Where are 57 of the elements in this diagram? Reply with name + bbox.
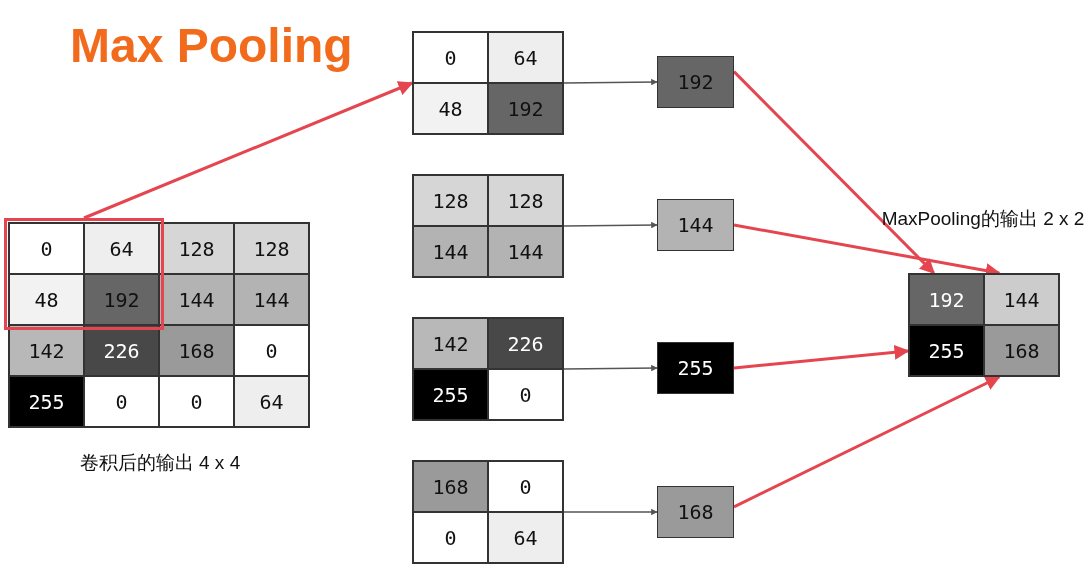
matrix-grid xyxy=(412,174,564,278)
matrix-cell: 144 xyxy=(488,226,563,277)
matrix-cell: 168 xyxy=(159,325,234,376)
matrix-cell: 192 xyxy=(909,274,984,325)
matrix-cell: 64 xyxy=(234,376,309,427)
grid-caption: 卷积后的输出 4 x 4 xyxy=(78,451,242,475)
matrix-cell: 0 xyxy=(413,32,488,83)
matrix-cell: 142 xyxy=(9,325,84,376)
arrow xyxy=(83,81,414,220)
arrow xyxy=(563,78,658,86)
arrow xyxy=(733,375,1001,509)
matrix-cell: 142 xyxy=(413,318,488,369)
matrix-cell: 64 xyxy=(488,32,563,83)
matrix-cell: 144 xyxy=(413,226,488,277)
matrix-cell: 192 xyxy=(84,274,159,325)
matrix-cell: 255 xyxy=(909,325,984,376)
value-cell: 144 xyxy=(657,199,734,251)
matrix-cell: 0 xyxy=(84,376,159,427)
title: Max Pooling xyxy=(70,18,353,73)
matrix-cell: 144 xyxy=(159,274,234,325)
matrix-grid xyxy=(908,273,1060,377)
matrix-cell: 0 xyxy=(9,223,84,274)
matrix-cell: 192 xyxy=(488,83,563,134)
arrow xyxy=(733,344,910,370)
matrix-cell: 128 xyxy=(488,175,563,226)
matrix-grid xyxy=(412,31,564,135)
matrix-cell: 226 xyxy=(488,318,563,369)
matrix-grid xyxy=(412,460,564,564)
matrix-cell: 168 xyxy=(413,461,488,512)
value-cell: 192 xyxy=(657,56,734,108)
matrix-cell: 144 xyxy=(984,274,1059,325)
arrow xyxy=(563,221,658,229)
matrix-cell: 255 xyxy=(9,376,84,427)
matrix-cell: 144 xyxy=(234,274,309,325)
matrix-cell: 0 xyxy=(488,369,563,420)
matrix-cell: 64 xyxy=(84,223,159,274)
matrix-cell: 0 xyxy=(488,461,563,512)
matrix-cell: 128 xyxy=(234,223,309,274)
matrix-cell: 0 xyxy=(159,376,234,427)
arrow xyxy=(563,364,658,372)
matrix-cell: 128 xyxy=(413,175,488,226)
value-cell: 255 xyxy=(657,342,734,394)
value-cell: 168 xyxy=(657,486,734,538)
matrix-cell: 48 xyxy=(413,83,488,134)
matrix-cell: 168 xyxy=(984,325,1059,376)
highlight-box xyxy=(4,218,164,330)
matrix-grid xyxy=(412,317,564,421)
matrix-cell: 64 xyxy=(488,512,563,563)
matrix-cell: 0 xyxy=(413,512,488,563)
arrow xyxy=(563,508,658,516)
grid-caption: MaxPooling的输出 2 x 2 xyxy=(880,207,1086,231)
matrix-cell: 48 xyxy=(9,274,84,325)
matrix-cell: 255 xyxy=(413,369,488,420)
matrix-cell: 0 xyxy=(234,325,309,376)
arrow xyxy=(732,70,935,275)
matrix-cell: 226 xyxy=(84,325,159,376)
matrix-cell: 128 xyxy=(159,223,234,274)
